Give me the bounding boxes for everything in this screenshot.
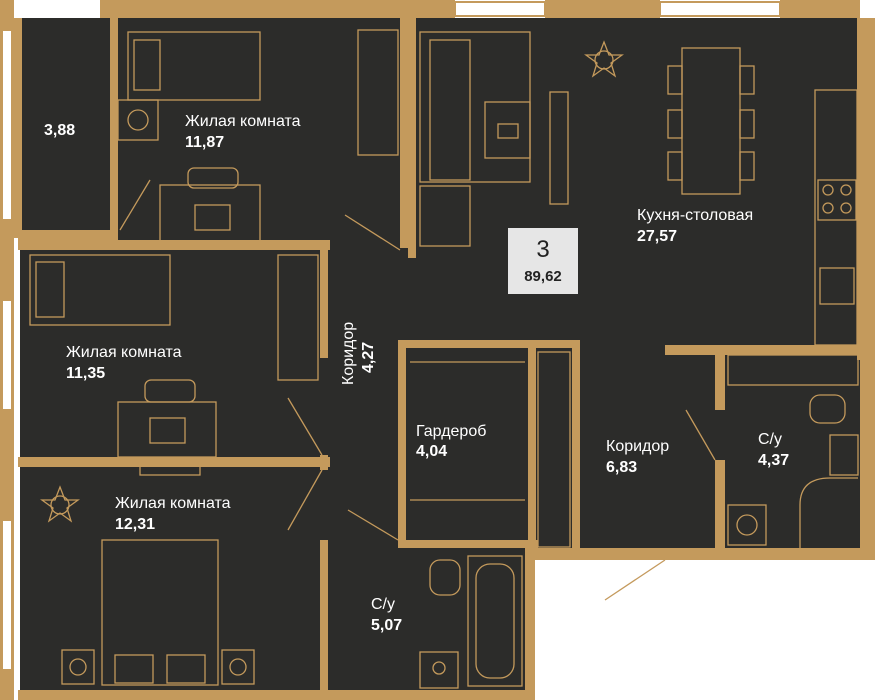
wall-bedroom1-left bbox=[110, 18, 118, 243]
room-area-bedroom2: 11,35 bbox=[66, 365, 106, 382]
toilet-icon bbox=[429, 559, 461, 596]
shower-icon bbox=[799, 477, 858, 548]
sink-icon bbox=[419, 651, 459, 689]
wall-top-mid bbox=[545, 0, 660, 18]
windows bbox=[1, 1, 781, 671]
floor-bath1 bbox=[715, 350, 860, 550]
room-name-bedroom2: Жилая комната bbox=[66, 344, 182, 361]
wall-closet-top bbox=[528, 340, 580, 348]
bed-icon bbox=[127, 31, 261, 101]
room-area-wardrobe: 4,04 bbox=[416, 443, 448, 460]
window-bedroom2 bbox=[1, 299, 13, 411]
room-name-bath2: С/у bbox=[371, 596, 395, 613]
furniture bbox=[29, 29, 859, 689]
floor-balcony bbox=[20, 18, 115, 238]
wall-wardrobe-top bbox=[398, 340, 528, 348]
room-area-kitchen: 27,57 bbox=[637, 228, 678, 245]
wall-bath1-left-b bbox=[715, 460, 725, 550]
wall-kitchen-right bbox=[860, 345, 875, 560]
bed-icon bbox=[101, 539, 219, 686]
window-kitchen-1 bbox=[454, 1, 546, 17]
window-balcony bbox=[1, 29, 13, 221]
washing-machine-icon bbox=[727, 504, 767, 546]
room-name-kitchen: Кухня-столовая bbox=[637, 207, 754, 224]
wardrobe-icon bbox=[537, 351, 571, 548]
window-kitchen-2 bbox=[659, 1, 781, 17]
room-name-corridor1: Коридор bbox=[340, 321, 357, 385]
wall-wardrobe-left bbox=[398, 340, 406, 545]
bed-icon bbox=[29, 254, 171, 326]
wall-bath1-top bbox=[665, 345, 865, 355]
room-area-corridor2: 6,83 bbox=[606, 459, 638, 476]
room-area-bedroom1: 11,87 bbox=[185, 134, 225, 151]
wall-kitchen-left bbox=[408, 18, 416, 258]
floor-corridor2 bbox=[530, 350, 715, 550]
wall-bedroom1-bottom bbox=[18, 230, 118, 240]
wall-bath1-left bbox=[715, 355, 725, 410]
wall-bath2-top bbox=[398, 540, 538, 548]
wall-corr1-right bbox=[320, 248, 328, 358]
wall-bedroom2-bottom bbox=[18, 457, 330, 467]
room-name-bath1: С/у bbox=[758, 431, 782, 448]
room-count: 3 bbox=[536, 236, 550, 263]
wall-closet-right bbox=[572, 340, 580, 550]
wall-corr2-left bbox=[320, 455, 328, 470]
room-area-bath2: 5,07 bbox=[371, 617, 403, 634]
wall-corr2-bottom bbox=[535, 548, 875, 560]
room-area-bedroom3: 12,31 bbox=[115, 516, 156, 533]
wall-top-right bbox=[780, 0, 860, 18]
sink-icon bbox=[819, 267, 855, 305]
room-area-balcony: 3,88 bbox=[44, 122, 76, 139]
wall-bedroom1-right bbox=[400, 18, 408, 248]
room-area-corridor1: 4,27 bbox=[360, 341, 377, 373]
room-name-bedroom1: Жилая комната bbox=[185, 113, 301, 130]
wall-top-left bbox=[100, 0, 455, 18]
wall-bedroom3-bottom bbox=[18, 690, 530, 700]
floor-left-bottom bbox=[20, 460, 530, 700]
plant-icon bbox=[584, 40, 624, 78]
window-bedroom3 bbox=[1, 519, 13, 671]
room-name-wardrobe: Гардероб bbox=[416, 423, 487, 440]
stove-icon bbox=[817, 179, 857, 221]
wardrobe-icon bbox=[277, 254, 319, 381]
room-name-bedroom3: Жилая комната bbox=[115, 495, 231, 512]
total-area: 89,62 bbox=[524, 268, 562, 285]
toilet-icon bbox=[809, 394, 846, 424]
room-area-bath1: 4,37 bbox=[758, 452, 790, 469]
wall-left-inner bbox=[14, 18, 22, 238]
desk-icon bbox=[117, 99, 159, 141]
wall-bath2-left bbox=[320, 540, 328, 700]
wall-bath2-right bbox=[525, 548, 535, 700]
bathtub-icon bbox=[467, 555, 523, 687]
room-name-corridor2: Коридор bbox=[606, 438, 670, 455]
wall-right bbox=[857, 18, 875, 360]
wall-wardrobe-right bbox=[528, 340, 536, 550]
wardrobe-icon bbox=[357, 29, 399, 156]
plant-icon bbox=[40, 485, 80, 523]
apartment-summary-badge: 3 89,62 bbox=[508, 228, 578, 294]
